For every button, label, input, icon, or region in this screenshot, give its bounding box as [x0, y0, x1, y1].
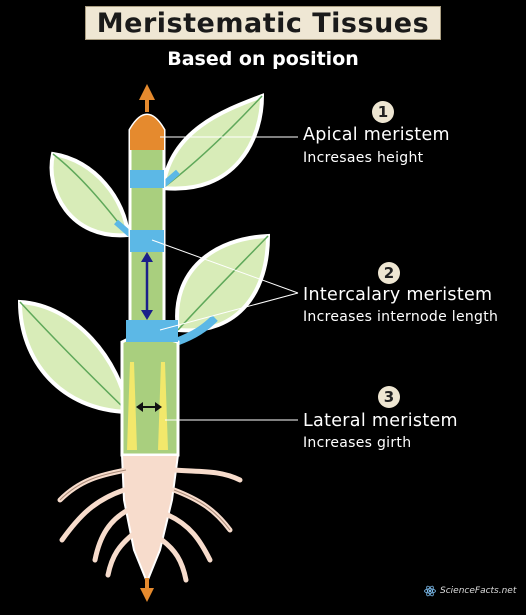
- intercalary-band-2: [130, 230, 164, 252]
- leaf-middle-right: [175, 233, 271, 333]
- badge-2: 2: [378, 262, 400, 284]
- stem: [120, 113, 180, 457]
- badge-1: 1: [372, 101, 394, 123]
- leaf-lower-left: [17, 299, 131, 415]
- branch-middle-right: [174, 315, 218, 346]
- atom-icon: [424, 585, 436, 597]
- page-subtitle: Based on position: [167, 48, 359, 70]
- desc-intercalary: Increases internode length: [303, 309, 499, 325]
- label-intercalary: Intercalary meristem: [303, 285, 493, 305]
- leader-intercalary-b: [159, 292, 299, 331]
- root-outlines: [59, 469, 231, 531]
- intercalary-band-1: [130, 170, 164, 188]
- lateral-strip-right: [158, 362, 168, 450]
- leader-lines: [151, 136, 299, 421]
- girth-arrow: [136, 402, 162, 412]
- desc-lateral: Increases girth: [303, 435, 412, 451]
- lateral-strip-left: [127, 362, 137, 450]
- badge-3: 3: [378, 386, 400, 408]
- apical-tip: [130, 115, 164, 150]
- title-banner: Meristematic Tissues: [85, 6, 441, 40]
- site-logo: ScienceFacts.net: [440, 586, 517, 596]
- growth-arrow-up: [139, 84, 155, 112]
- desc-apical: Incresaes height: [303, 150, 424, 166]
- root: [57, 454, 243, 585]
- internode-arrow: [141, 252, 153, 320]
- intercalary-band-3: [126, 320, 178, 342]
- label-lateral: Lateral meristem: [303, 411, 458, 431]
- leader-intercalary-a: [151, 239, 299, 294]
- page-title: Meristematic Tissues: [96, 7, 430, 39]
- growth-arrow-down: [140, 578, 154, 602]
- label-apical: Apical meristem: [303, 125, 450, 145]
